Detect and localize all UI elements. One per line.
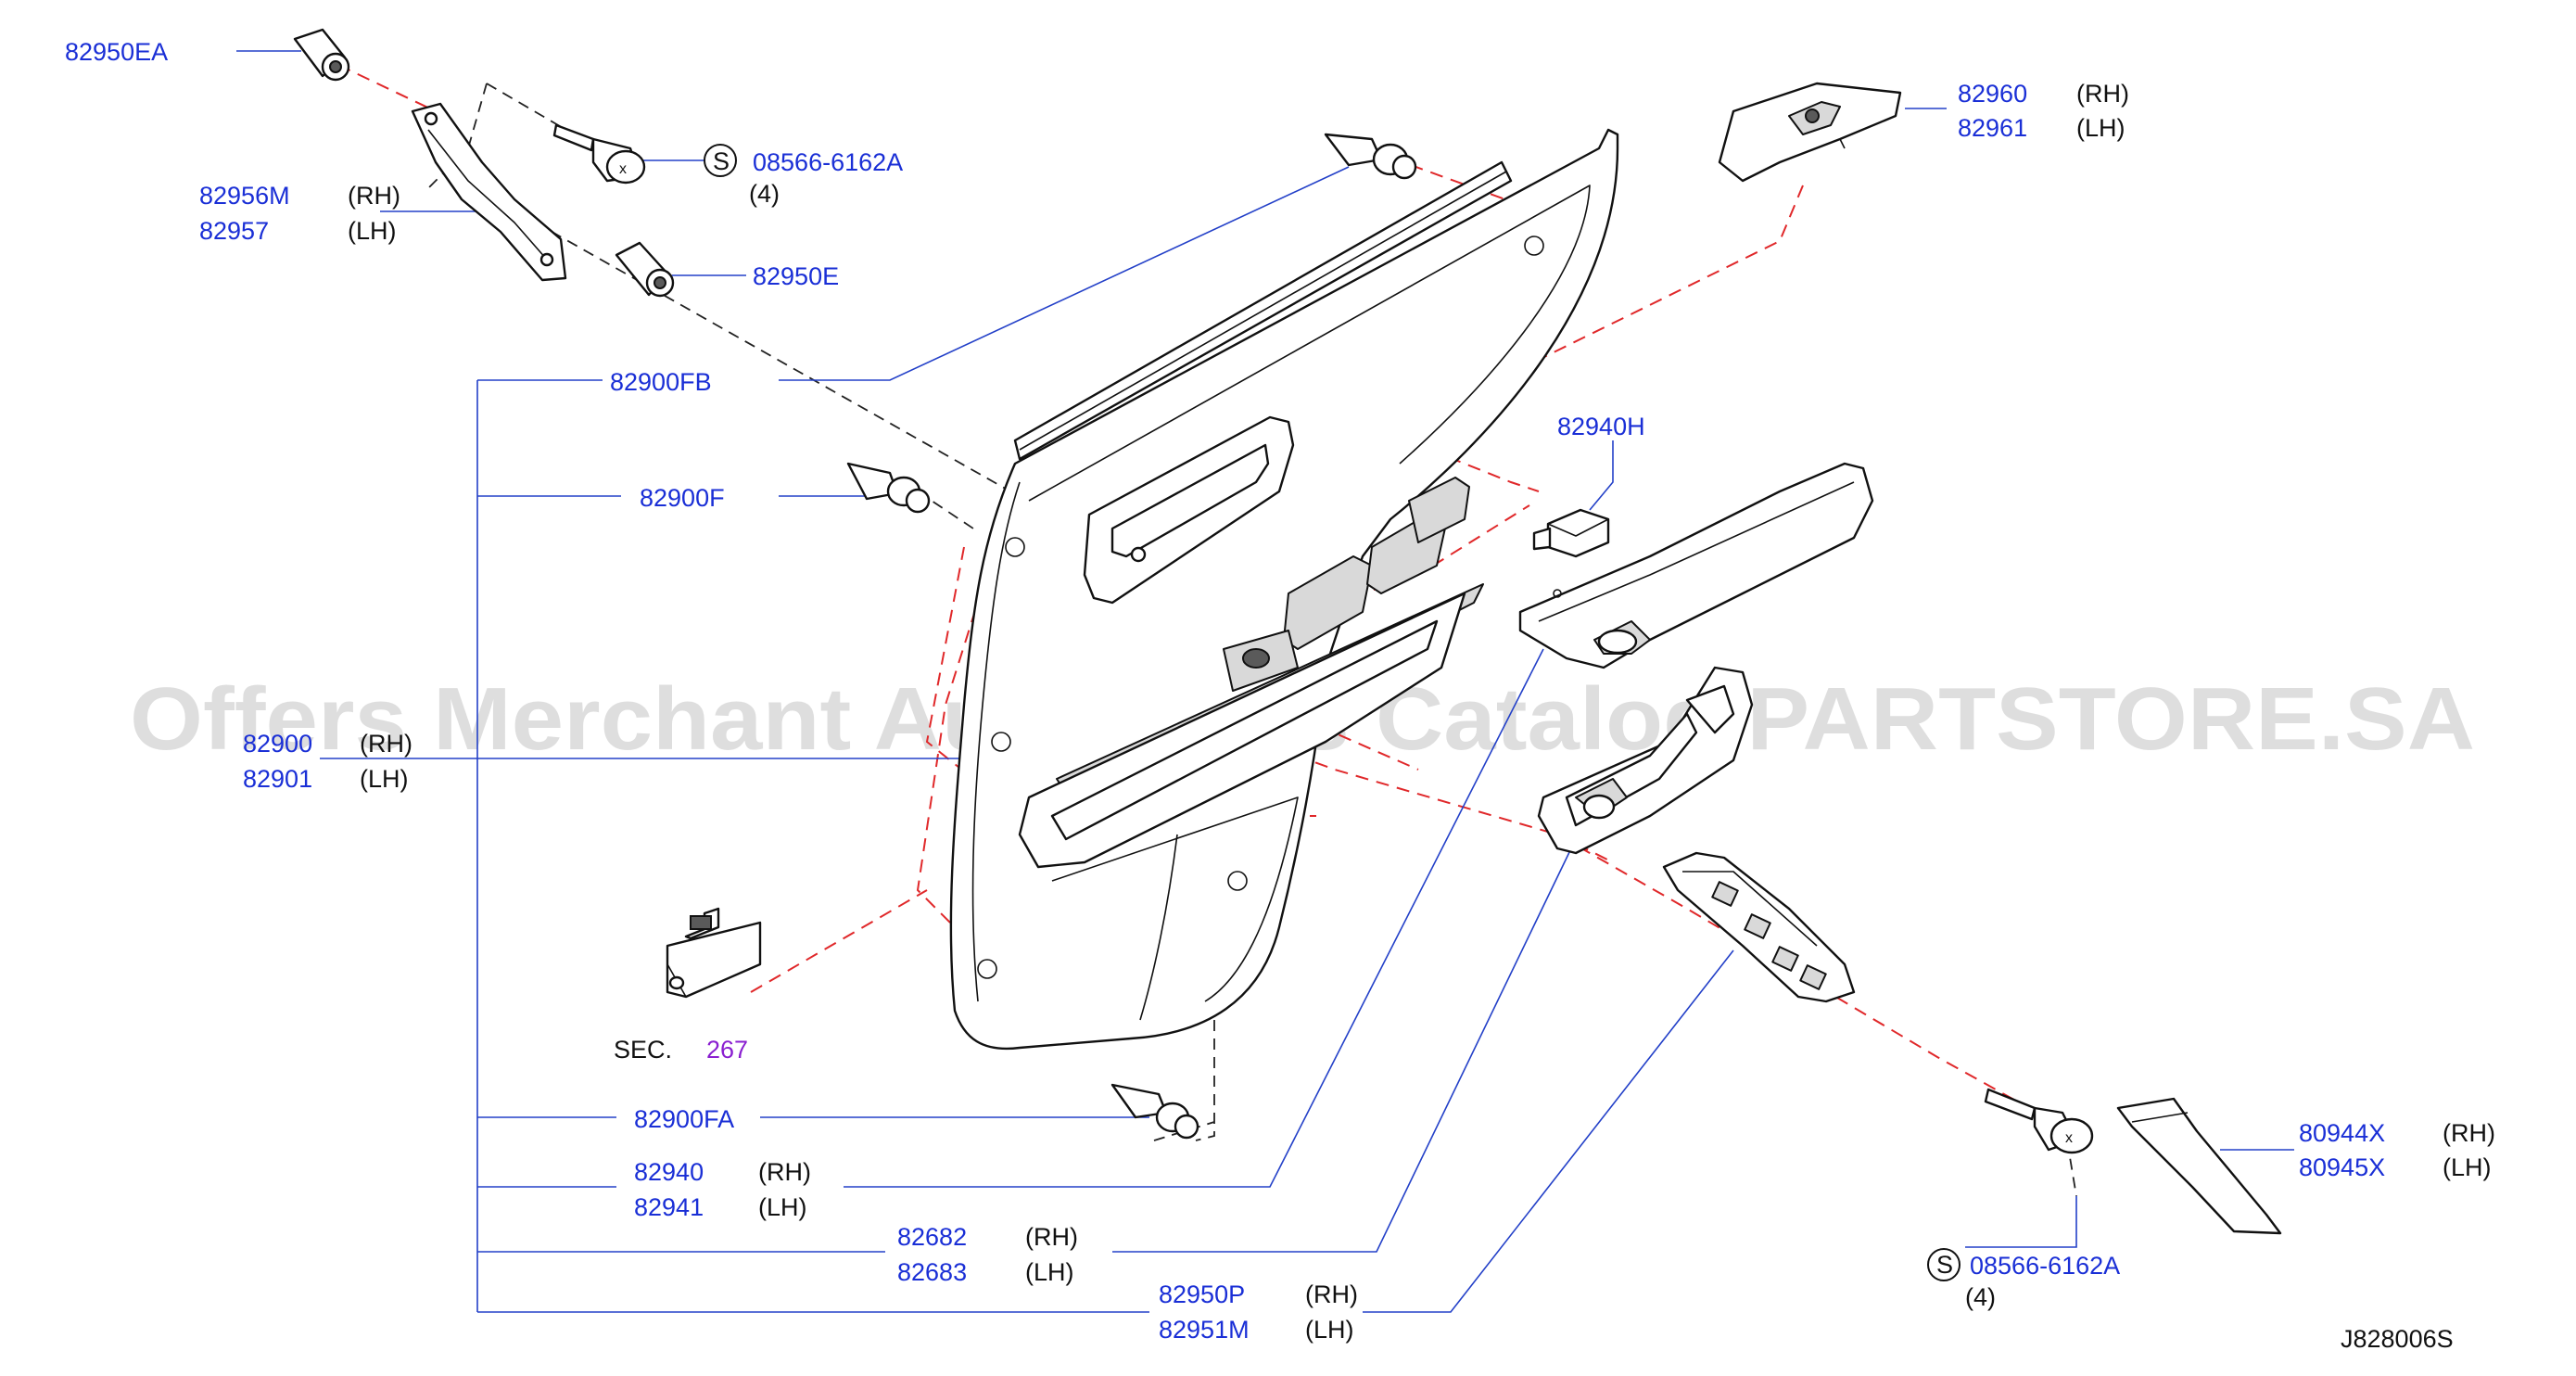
part-number-82900: 82900 (243, 730, 312, 758)
qty-upper-screw: (4) (749, 180, 780, 208)
part-number-82956m: 82956M (199, 182, 290, 210)
armrest-82940-illustration (1518, 462, 1874, 669)
sec-267-component-illustration (666, 907, 762, 999)
s-symbol-upper: S (704, 144, 737, 177)
clip-82900fb-illustration (1324, 133, 1417, 180)
part-number-80945x: 80945X (2299, 1153, 2385, 1181)
diagram-id: J828006S (2341, 1325, 2454, 1353)
clip-82900f-illustration (846, 462, 931, 514)
svg-text:x: x (2065, 1130, 2073, 1146)
side-82950p: (RH) (1305, 1280, 1358, 1308)
part-number-82900f: 82900F (640, 484, 725, 512)
screw-lower-illustration: x (1984, 1088, 2094, 1154)
svg-text:x: x (619, 161, 627, 177)
door-trim-panel-illustration (949, 128, 1619, 1051)
side-82960: (RH) (2076, 80, 2129, 108)
side-82683: (LH) (1025, 1258, 1074, 1286)
switch-panel-82950p-illustration (1662, 851, 1856, 1003)
clip-82950ea-illustration (293, 28, 350, 82)
sec-number: 267 (706, 1036, 748, 1064)
bracket-82956m-illustration (411, 102, 567, 282)
part-number-82940: 82940 (634, 1158, 704, 1186)
part-number-82940h: 82940H (1557, 413, 1645, 440)
part-number-82950e: 82950E (753, 262, 839, 290)
handle-bezel-82682-illustration (1537, 666, 1754, 855)
part-number-82900fb: 82900FB (610, 368, 712, 396)
side-82961: (LH) (2076, 114, 2126, 142)
svg-text:S: S (1936, 1251, 1953, 1279)
qty-lower-screw: (4) (1965, 1283, 1996, 1311)
side-80945x: (LH) (2443, 1153, 2492, 1181)
side-82957: (LH) (348, 217, 397, 245)
clip-82950e-illustration (615, 241, 675, 298)
svg-text:S: S (713, 147, 730, 175)
side-82956m: (RH) (348, 182, 400, 210)
part-number-08566-6162a-upper: 08566-6162A (753, 148, 903, 176)
leader-lines (236, 50, 2294, 1313)
part-number-82682: 82682 (897, 1223, 967, 1251)
part-number-82957: 82957 (199, 217, 269, 245)
clip-82900fa-illustration (1110, 1083, 1199, 1140)
part-number-82961: 82961 (1958, 114, 2027, 142)
part-number-82941: 82941 (634, 1193, 704, 1221)
part-number-82683: 82683 (897, 1258, 967, 1286)
part-number-82901: 82901 (243, 765, 312, 793)
part-number-82900fa: 82900FA (634, 1105, 734, 1133)
side-82951m: (LH) (1305, 1316, 1354, 1344)
part-number-82950ea: 82950EA (65, 38, 168, 66)
finisher-strip-80944x-illustration (2116, 1097, 2282, 1235)
side-82901: (LH) (360, 765, 409, 793)
screw-upper-illustration: x (552, 123, 646, 185)
s-symbol-lower: S (1927, 1248, 1961, 1281)
callout-labels: 82950EA 82956M (RH) 82957 (LH) 08566-616… (65, 38, 2495, 1353)
side-80944x: (RH) (2443, 1119, 2495, 1147)
part-number-08566-6162a-lower: 08566-6162A (1970, 1252, 2120, 1280)
side-82900: (RH) (360, 730, 412, 758)
part-number-82950p: 82950P (1159, 1280, 1245, 1308)
part-number-80944x: 80944X (2299, 1119, 2385, 1147)
part-number-82960: 82960 (1958, 80, 2027, 108)
clip-82940h-illustration (1532, 508, 1610, 558)
part-number-82951m: 82951M (1159, 1316, 1250, 1344)
side-82940: (RH) (758, 1158, 811, 1186)
sec-prefix: SEC. (614, 1036, 672, 1064)
side-82941: (LH) (758, 1193, 807, 1221)
switch-cap-82960-illustration (1718, 82, 1902, 183)
side-82682: (RH) (1025, 1223, 1078, 1251)
